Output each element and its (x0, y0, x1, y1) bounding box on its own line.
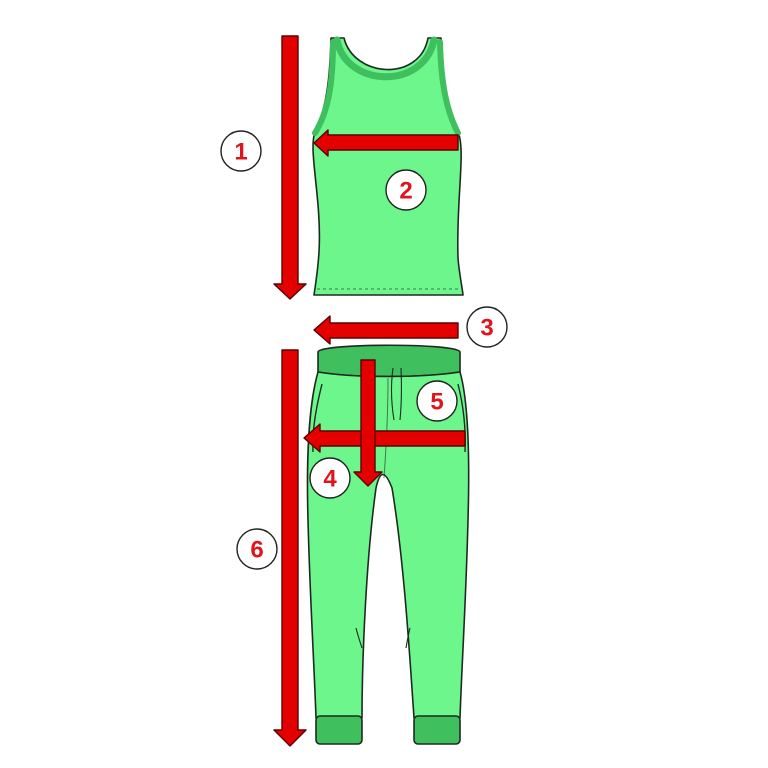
arrow-5-rise (353, 359, 383, 487)
pants (306, 344, 470, 745)
tank-top-neckline (333, 36, 438, 81)
marker-1-circle (220, 130, 262, 172)
marker-1: 1 (220, 130, 262, 172)
marker-2-label: 2 (399, 178, 412, 205)
arrow-3-waist-width (313, 315, 459, 345)
marker-2: 2 (385, 169, 427, 211)
marker-5: 5 (416, 380, 458, 422)
pants-left-knee-seam (355, 627, 363, 649)
tank-top-body (312, 37, 464, 296)
marker-4-label: 4 (323, 466, 337, 493)
marker-5-circle (416, 380, 458, 422)
pants-right-cuff (413, 715, 461, 745)
measurement-arrows (273, 35, 466, 747)
arrow-1-top-length (273, 35, 307, 300)
marker-2-circle (385, 169, 427, 211)
arrow-6-pants-length (273, 349, 307, 747)
pants-drawstring (390, 367, 402, 421)
tank-top-left-armhole (312, 39, 336, 136)
marker-6-circle (236, 528, 278, 570)
tank-top (312, 36, 464, 296)
marker-4-circle (309, 457, 351, 499)
marker-3-label: 3 (480, 315, 493, 342)
marker-1-label: 1 (234, 139, 247, 166)
marker-3: 3 (466, 306, 508, 348)
arrow-2-chest-width (313, 129, 459, 157)
arrow-4-hip-width (303, 423, 466, 453)
marker-6-label: 6 (250, 537, 263, 564)
pants-body (306, 371, 470, 719)
pants-waistband (317, 344, 461, 378)
tank-top-right-armhole (437, 39, 461, 136)
pants-left-cuff (315, 715, 363, 745)
marker-6: 6 (236, 528, 278, 570)
marker-5-label: 5 (430, 389, 443, 416)
marker-3-circle (466, 306, 508, 348)
marker-4: 4 (309, 457, 351, 499)
pants-right-knee-seam (405, 627, 411, 649)
